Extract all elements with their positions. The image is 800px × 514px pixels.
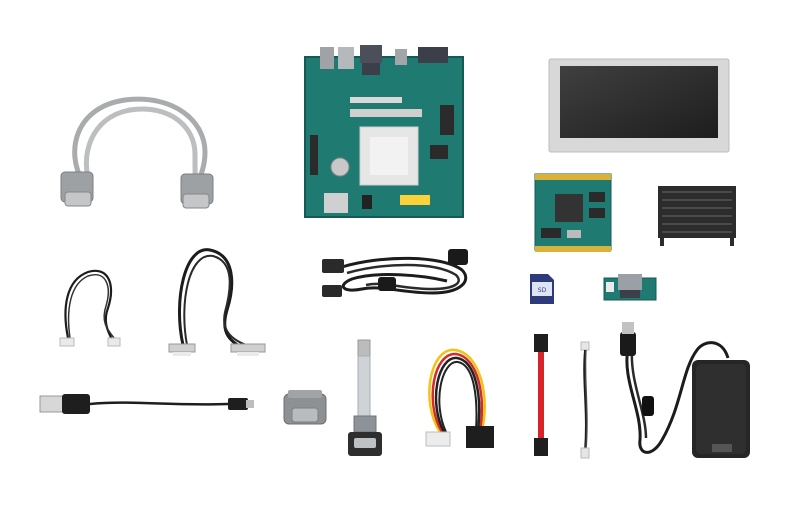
lcd-panel-image [548,58,730,153]
serial-cable-image [55,92,215,217]
sd-card-image: SD [528,272,556,306]
lvds-cable-image [165,240,270,362]
db9-gender-adapter-image [282,388,328,430]
usb-otg-cable-image [38,392,256,418]
jst-cable-short-image [58,258,124,350]
usb-cable-image [322,245,474,307]
svg-text:SD: SD [538,287,547,294]
power-adapter-image [612,320,754,462]
small-wire-cable-image [574,340,596,460]
com-adapter-board-image [602,272,658,304]
sata-cable-image [528,332,554,458]
qseven-module-image [533,172,613,254]
motherboard-image [300,45,465,220]
flat-com-cable-image [344,338,386,460]
heatsink-image [656,182,738,247]
power-harness-image [420,342,498,454]
